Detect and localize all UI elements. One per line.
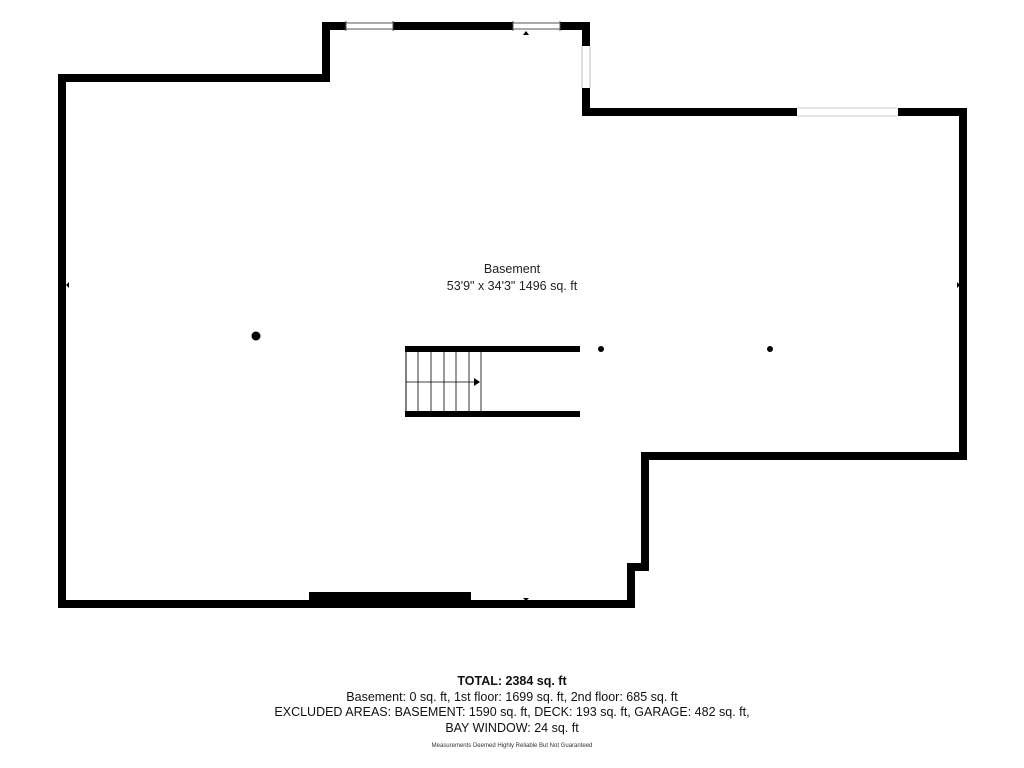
door-marker-top <box>523 31 529 35</box>
disclaimer: Measurements Deemed Highly Reliable But … <box>431 743 593 749</box>
opening-right-bump <box>581 46 591 88</box>
arrow-marker-left <box>66 282 69 288</box>
excluded-areas-line-1: EXCLUDED AREAS: BASEMENT: 1590 sq. ft, D… <box>274 705 750 719</box>
bottom-wall-thick-section <box>309 592 471 604</box>
floor-areas: Basement: 0 sq. ft, 1st floor: 1699 sq. … <box>346 689 678 704</box>
room-dimensions: 53'9" x 34'3" 1496 sq. ft <box>446 279 578 293</box>
post-right <box>767 346 773 352</box>
window-top-right <box>512 21 561 31</box>
floor-plan <box>58 21 967 608</box>
window-top-left <box>345 21 394 31</box>
opening-top-right-wall <box>797 107 898 117</box>
post-center <box>598 346 604 352</box>
room-name: Basement <box>483 262 541 276</box>
area-summary: TOTAL: 2384 sq. ft Basement: 0 sq. ft, 1… <box>112 674 912 736</box>
staircase <box>405 346 580 417</box>
stair-direction-arrow <box>474 378 480 386</box>
exterior-walls <box>58 22 967 608</box>
excluded-areas-line-2: BAY WINDOW: 24 sq. ft <box>445 720 579 735</box>
arrow-marker-right <box>957 282 960 288</box>
door-marker-bottom <box>523 598 529 601</box>
total-area: TOTAL: 2384 sq. ft <box>457 674 567 688</box>
post-left <box>251 331 261 341</box>
